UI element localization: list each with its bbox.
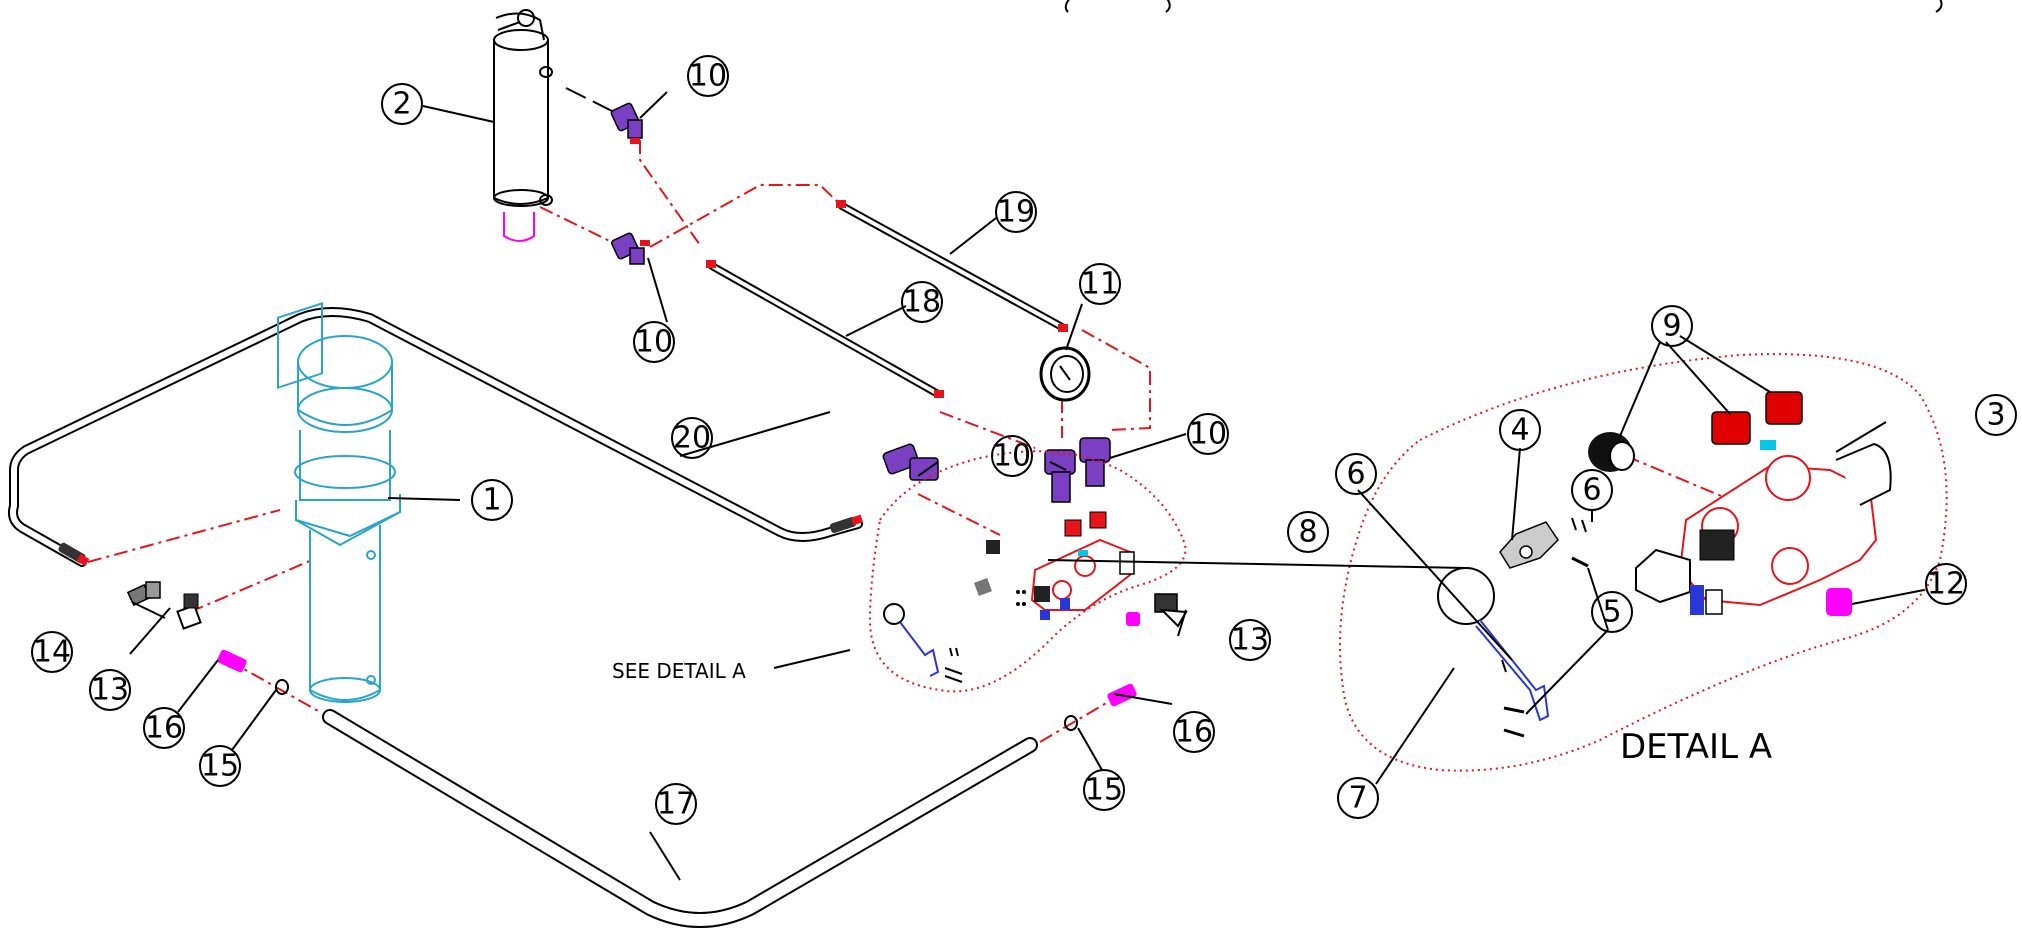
callout-16-left-label: 16 <box>145 711 183 746</box>
cylinder <box>493 9 553 242</box>
detail-a-assembly <box>1339 353 1948 772</box>
callout-12-label: 12 <box>1927 567 1965 602</box>
callout-7-label: 7 <box>1348 781 1367 816</box>
callout-2-label: 2 <box>392 87 411 122</box>
callout-17: 17 <box>655 783 697 825</box>
fitting-10-lower <box>611 232 650 265</box>
valve-assembly-small <box>868 450 1187 693</box>
callout-10-top: 10 <box>687 55 729 97</box>
adapter-16-left <box>217 649 247 673</box>
callout-13-left-label: 13 <box>91 673 129 708</box>
pressure-gauge <box>1039 346 1091 402</box>
see-detail-label: SEE DETAIL A <box>612 659 746 683</box>
callout-20-label: 20 <box>673 421 711 456</box>
callout-10-valve: 10 <box>991 435 1033 477</box>
callout-16-right-label: 16 <box>1175 715 1213 750</box>
fitting-10-valve-mid <box>1044 449 1076 503</box>
callout-13-right-label: 13 <box>1231 623 1269 658</box>
callout-19-label: 19 <box>997 195 1035 230</box>
callout-1-label: 1 <box>482 483 501 518</box>
callout-13-left: 13 <box>89 669 131 711</box>
hose-18 <box>706 260 944 398</box>
callout-6-lower-label: 6 <box>1346 457 1365 492</box>
callout-4-label: 4 <box>1510 413 1529 448</box>
pump-motor <box>277 302 401 703</box>
callout-3: 3 <box>1975 394 2017 436</box>
callout-6-upper: 6 <box>1571 469 1613 511</box>
callout-8: 8 <box>1287 511 1329 553</box>
top-edge-remnant <box>1064 0 1943 13</box>
callout-9-label: 9 <box>1662 309 1681 344</box>
detail-a-title: DETAIL A <box>1620 727 1772 767</box>
callout-10-cylinder-label: 10 <box>635 325 673 360</box>
callout-2: 2 <box>381 83 423 125</box>
callout-5: 5 <box>1591 591 1633 633</box>
callout-7: 7 <box>1337 777 1379 819</box>
callout-11: 11 <box>1079 263 1121 305</box>
centerlines <box>87 87 1727 743</box>
callout-17-label: 17 <box>657 787 695 822</box>
hose-17 <box>322 709 1038 928</box>
callout-5-label: 5 <box>1602 595 1621 630</box>
callout-6-upper-label: 6 <box>1582 473 1601 508</box>
callout-16-right: 16 <box>1173 711 1215 753</box>
callout-10-valve-label: 10 <box>993 439 1031 474</box>
callout-6-lower: 6 <box>1335 453 1377 495</box>
callout-10-right: 10 <box>1187 413 1229 455</box>
callout-15-right: 15 <box>1083 769 1125 811</box>
callout-10-cylinder: 10 <box>633 321 675 363</box>
callout-10-right-label: 10 <box>1189 417 1227 452</box>
oring-15-left <box>275 679 289 695</box>
callout-20: 20 <box>671 417 713 459</box>
callout-18: 18 <box>901 281 943 323</box>
callout-4: 4 <box>1499 409 1541 451</box>
fitting-10-valve-right <box>1079 437 1111 487</box>
callout-19: 19 <box>995 191 1037 233</box>
callout-10-top-label: 10 <box>689 59 727 94</box>
callout-14: 14 <box>31 631 73 673</box>
callout-1: 1 <box>471 479 513 521</box>
callout-11-label: 11 <box>1081 267 1119 302</box>
oring-15-right <box>1064 715 1078 731</box>
hose-19 <box>836 200 1068 332</box>
fitting-13-left <box>176 593 202 630</box>
callout-3-label: 3 <box>1986 398 2005 433</box>
fitting-10-upper <box>610 102 643 144</box>
fitting-13-right <box>1154 593 1188 628</box>
fitting-14 <box>126 581 161 607</box>
hose-20 <box>8 307 863 567</box>
callout-16-left: 16 <box>143 707 185 749</box>
callout-15-right-label: 15 <box>1085 773 1123 808</box>
callout-14-label: 14 <box>33 635 71 670</box>
callout-12: 12 <box>1925 563 1967 605</box>
callout-13-right: 13 <box>1229 619 1271 661</box>
callout-9: 9 <box>1651 305 1693 347</box>
callout-18-label: 18 <box>903 285 941 320</box>
callout-8-label: 8 <box>1298 515 1317 550</box>
callout-15-left-label: 15 <box>201 749 239 784</box>
callout-15-left: 15 <box>199 745 241 787</box>
fitting-10-valve-left <box>882 443 939 481</box>
leader-lines <box>129 91 1925 881</box>
